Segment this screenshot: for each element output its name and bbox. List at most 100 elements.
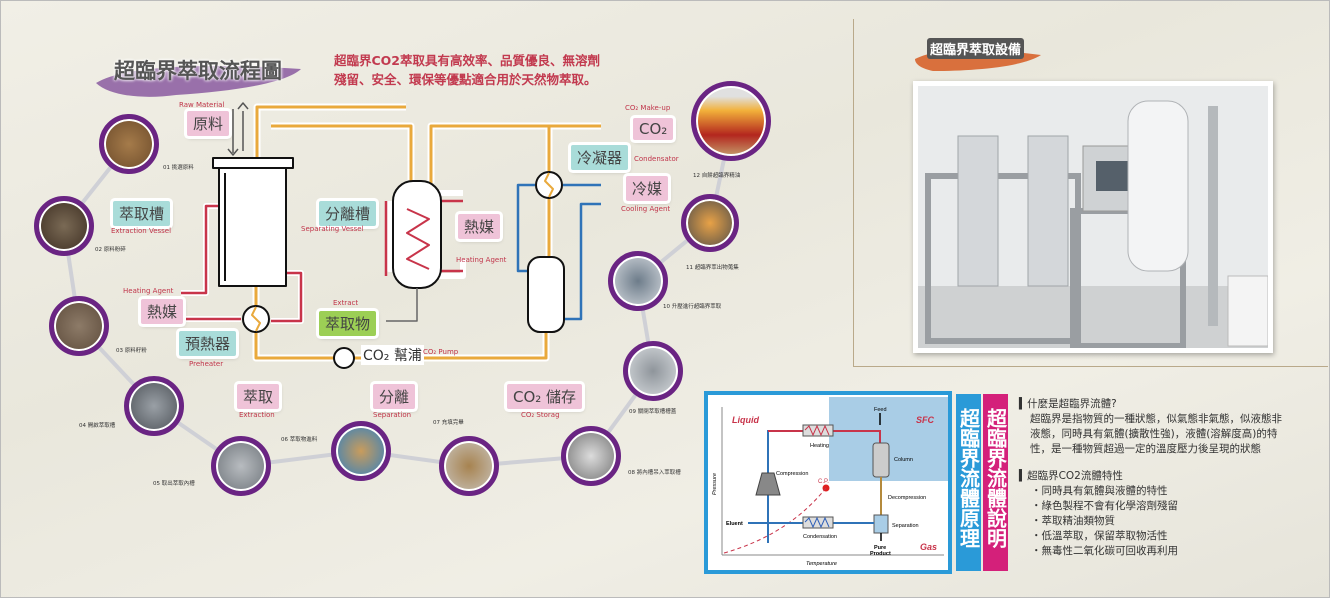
banner-description-text: 超臨界流體說明 xyxy=(983,408,1008,548)
photo-caption-09: 09 關閉萃取槽槽蓋 xyxy=(629,409,677,415)
banner-principle: 超臨界流體原理 xyxy=(956,394,981,571)
sfc-label: SFC xyxy=(916,415,935,425)
extraction-step-en: Extraction xyxy=(239,411,275,419)
photo-08 xyxy=(561,426,621,486)
eluent-label: Eluent xyxy=(726,521,743,527)
pump-label: CO₂ 幫浦 xyxy=(361,345,424,365)
extraction-vessel-en: Extraction Vessel xyxy=(111,227,172,235)
storage-vessel xyxy=(527,256,565,333)
q1-line: 性，是一種物質超過一定的溫度壓力後呈現的狀態 xyxy=(1030,443,1261,455)
photo-05 xyxy=(211,436,271,496)
decompression-label: Decompression xyxy=(888,495,926,501)
phase-diagram: Liquid SFC Gas Feed Heating Column Compr… xyxy=(712,397,948,567)
divider-vertical xyxy=(853,19,854,367)
photo-caption-10: 10 升壓進行超臨界萃取 xyxy=(663,304,722,310)
y-axis-label: Pressure xyxy=(712,473,718,495)
photo-10 xyxy=(608,251,668,311)
photo-caption-04: 04 開啟萃取槽 xyxy=(79,423,116,429)
photo-caption-12: 12 自餅超臨界精油 xyxy=(693,173,741,179)
divider-horizontal xyxy=(853,366,1328,367)
photo-caption-02: 02 原料粉碎 xyxy=(95,247,126,253)
photo-caption-07: 07 充填完畢 xyxy=(433,420,464,426)
gas-label: Gas xyxy=(920,542,937,552)
cooling-agent-label: 冷媒 xyxy=(626,176,669,201)
condensation-label: Condensation xyxy=(803,534,837,540)
separation-label: Separation xyxy=(892,523,919,529)
separating-vessel xyxy=(392,180,442,289)
heating-agent-en-2: Heating Agent xyxy=(456,256,507,264)
q2-title: 超臨界CO2流體特性 xyxy=(1027,470,1123,482)
q2-item: ・綠色製程不會有化學溶劑殘留 xyxy=(1031,500,1178,512)
title-brush-stroke xyxy=(96,65,301,97)
heating-agent-label-1: 熱媒 xyxy=(141,299,184,324)
cooling-line xyxy=(516,183,601,321)
preheater-en: Preheater xyxy=(189,360,224,368)
condenser-label: 冷凝器 xyxy=(571,145,629,170)
co2-makeup-en: CO₂ Make-up xyxy=(625,104,671,112)
co2-pump xyxy=(333,347,355,369)
photo-caption-06: 06 萃取物進料 xyxy=(281,437,318,443)
photo-caption-03: 03 原料籽粉 xyxy=(116,348,147,354)
separation-step-en: Separation xyxy=(373,411,412,419)
equipment-photo-image xyxy=(918,86,1269,349)
column-label: Column xyxy=(894,457,913,463)
equipment-title: 超臨界萃取設備 xyxy=(927,38,1025,59)
q2-item: ・同時具有氣體與液體的特性 xyxy=(1031,485,1168,497)
heating-agent-label-2: 熱媒 xyxy=(458,214,501,239)
raw-material-label: 原料 xyxy=(187,111,230,136)
feed-label: Feed xyxy=(874,407,887,413)
storage-step-en: CO₂ Storag xyxy=(521,411,560,419)
intro-line-2: 殘留、安全、環保等優點適合用於天然物萃取。 xyxy=(334,72,597,87)
photo-03 xyxy=(49,296,109,356)
banner-description: 超臨界流體說明 xyxy=(983,394,1008,571)
column xyxy=(872,442,890,478)
photo-04 xyxy=(124,376,184,436)
q1-line: 超臨界是指物質的一種狀態，似氣態非氣態，似液態非 xyxy=(1030,413,1282,425)
intro-line-1: 超臨界CO2萃取具有高效率、品質優良、無溶劑 xyxy=(334,53,600,68)
photo-01 xyxy=(99,114,159,174)
q2-item: ・萃取精油類物質 xyxy=(1031,515,1115,527)
photo-11 xyxy=(681,194,739,252)
condenser-en: Condensator xyxy=(634,155,679,163)
flow-title: 超臨界萃取流程圖 xyxy=(114,59,282,83)
separating-vessel-label: 分離槽 xyxy=(319,201,377,226)
separation-step-label: 分離 xyxy=(373,384,416,409)
photo-12 xyxy=(691,81,771,161)
cooling-agent-en: Cooling Agent xyxy=(621,205,671,213)
phase-diagram-box: Liquid SFC Gas Feed Heating Column Compr… xyxy=(704,391,952,574)
pure-product-label-2: Product xyxy=(870,551,891,557)
extraction-step-label: 萃取 xyxy=(237,384,280,409)
raw-material-en: Raw Material xyxy=(179,101,225,109)
co2-makeup-label: CO₂ xyxy=(633,118,674,140)
photo-06 xyxy=(331,421,391,481)
heating-line xyxy=(181,199,463,323)
q2-item: ・低溫萃取，保留萃取物活性 xyxy=(1031,530,1168,542)
equipment-photo xyxy=(913,81,1273,353)
photo-caption-11: 11 超臨界萃出物蒐集 xyxy=(686,265,739,271)
extraction-vessel xyxy=(212,157,294,287)
liquid-label: Liquid xyxy=(732,415,759,425)
what-is-sfc: ▍什麼是超臨界流體? 超臨界是指物質的一種狀態，似氣態非氣態，似液態非 液態，同… xyxy=(1019,398,1282,557)
photo-caption-05: 05 取出萃取內槽 xyxy=(153,481,195,487)
pure-product-label: Pure xyxy=(874,545,886,551)
q1-line: 液態，同時具有氣體(擴散性強)，液體(溶解度高)的特 xyxy=(1030,428,1278,440)
separating-vessel-en: Separating Vessel xyxy=(301,225,364,233)
flow-intro: 超臨界CO2萃取具有高效率、品質優良、無溶劑 殘留、安全、環保等優點適合用於天然… xyxy=(334,51,600,89)
storage-step-label: CO₂ 儲存 xyxy=(507,384,583,409)
q1-title: 什麼是超臨界流體? xyxy=(1027,398,1117,410)
photo-07 xyxy=(439,436,499,496)
photo-caption-01: 01 挑選原料 xyxy=(163,165,194,171)
heating-label: Heating xyxy=(810,443,829,449)
separator xyxy=(873,514,889,534)
extraction-vessel-label: 萃取槽 xyxy=(113,201,171,226)
heating-agent-en-1: Heating Agent xyxy=(123,287,174,295)
photo-02 xyxy=(34,196,94,256)
x-axis-label: Temperature xyxy=(806,561,837,567)
photo-09 xyxy=(623,341,683,401)
compression-label: Compression xyxy=(776,471,808,477)
phase-boundary xyxy=(723,487,827,554)
banner-principle-text: 超臨界流體原理 xyxy=(956,408,981,548)
preheater-label: 預熱器 xyxy=(179,331,237,356)
extract-en: Extract xyxy=(333,299,359,307)
photo-caption-08: 08 將內槽吊入萃取槽 xyxy=(628,470,681,476)
